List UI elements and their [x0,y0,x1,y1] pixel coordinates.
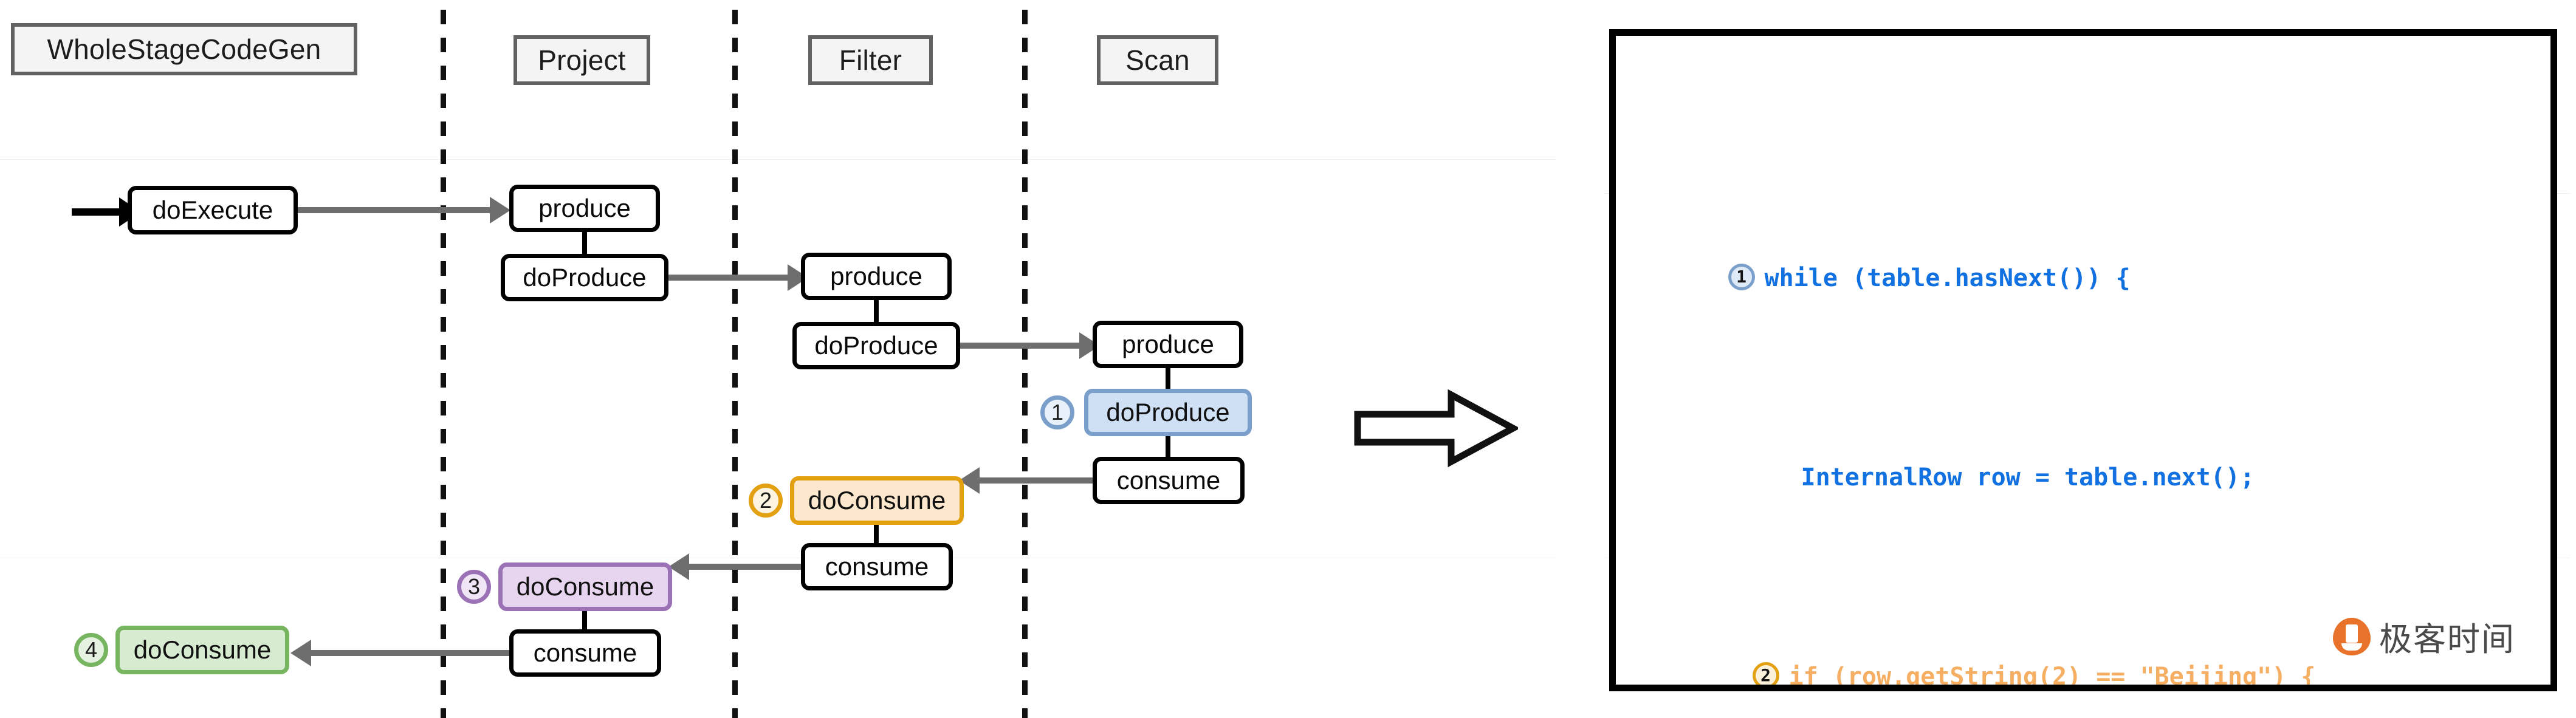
stage-header-label: Filter [839,44,902,76]
code-line-1: 1 while (table.hasNext()) { [1640,203,2538,292]
node-label: produce [538,194,631,222]
badge-1: 1 [1040,395,1074,429]
node-label: produce [1122,330,1214,358]
geektime-logo-icon [2333,617,2371,655]
arrow-doexecute-to-produce-head [490,197,510,224]
node-project-produce[interactable]: produce [509,185,660,232]
link-project-doconsume-consume [582,607,587,631]
node-label: doConsume [133,635,272,664]
node-scan-doproduce-highlight[interactable]: doProduce [1084,389,1252,436]
link-filter-doconsume-consume [874,521,879,544]
transform-arrow [1354,389,1520,468]
node-wsc-doconsume-highlight[interactable]: doConsume [115,626,289,674]
badge-2: 2 [749,484,783,518]
code-badge-1: 1 [1728,264,1755,290]
code-badge-2: 2 [1752,662,1779,685]
arrow-project-to-wsc-shaft [311,650,510,656]
background-watermark-line [0,159,1556,160]
node-label: doProduce [814,331,938,360]
node-label: doConsume [516,572,654,601]
badge-number: 2 [759,488,772,513]
link-scan-doproduce-consume [1166,433,1170,458]
stage-header-label: Scan [1125,44,1190,76]
badge-number: 1 [1051,400,1064,425]
node-label: produce [830,262,922,290]
node-project-doconsume-highlight[interactable]: doConsume [498,562,672,611]
entry-arrow-shaft [72,208,120,216]
node-filter-produce[interactable]: produce [801,253,952,300]
node-label: doConsume [808,486,946,515]
link-project-produce-doproduce [582,228,587,255]
node-label: consume [533,638,637,667]
stage-header-label: Project [538,44,626,76]
node-project-consume[interactable]: consume [509,629,661,677]
node-filter-consume[interactable]: consume [801,543,953,590]
node-scan-produce[interactable]: produce [1093,321,1243,368]
arrow-project-to-filter-shaft [667,275,789,281]
code-line-text: InternalRow row = table.next(); [1801,463,2255,491]
node-label: doExecute [152,196,273,224]
node-label: consume [825,552,929,581]
badge-number: 4 [84,637,98,662]
node-label: doProduce [1106,398,1230,426]
node-label: doProduce [523,263,647,292]
geektime-logo: 极客时间 [2333,612,2515,660]
stage-header-label: WholeStageCodeGen [47,33,321,65]
arrow-project-to-wsc-head [290,640,311,666]
stage-header-project[interactable]: Project [513,35,650,85]
geektime-logo-text: 极客时间 [2379,620,2515,658]
code-line-text: while (table.hasNext()) { [1764,264,2131,292]
arrow-doexecute-to-produce-shaft [297,207,491,213]
badge-number: 3 [467,574,481,599]
node-project-doproduce[interactable]: doProduce [501,254,668,301]
node-filter-doconsume-highlight[interactable]: doConsume [790,476,964,525]
stage-separator-1 [441,0,446,718]
node-doexecute[interactable]: doExecute [128,186,298,234]
stage-separator-2 [732,0,738,718]
stage-header-wholestagecodegen[interactable]: WholeStageCodeGen [11,23,357,75]
badge-3: 3 [457,570,491,604]
node-label: consume [1116,466,1221,494]
badge-4: 4 [74,633,108,667]
stage-header-filter[interactable]: Filter [808,35,933,85]
stage-header-scan[interactable]: Scan [1097,35,1218,85]
arrow-filter-to-scan-shaft [959,343,1080,349]
stage-separator-3 [1022,0,1028,718]
link-filter-produce-doproduce [874,296,879,323]
link-scan-produce-doproduce [1166,364,1170,390]
arrow-scan-to-filter-shaft [980,477,1093,484]
node-scan-consume[interactable]: consume [1093,457,1245,504]
code-line-text: if (row.getString(2) == "Beijing") { [1788,663,2316,691]
arrow-filter-to-project-shaft [689,564,802,570]
node-filter-doproduce[interactable]: doProduce [792,322,960,369]
generated-code-panel: 1 while (table.hasNext()) { InternalRow r… [1609,29,2557,691]
code-line-2: InternalRow row = table.next(); [1640,403,2538,491]
code-lines: 1 while (table.hasNext()) { InternalRow r… [1640,54,2538,685]
